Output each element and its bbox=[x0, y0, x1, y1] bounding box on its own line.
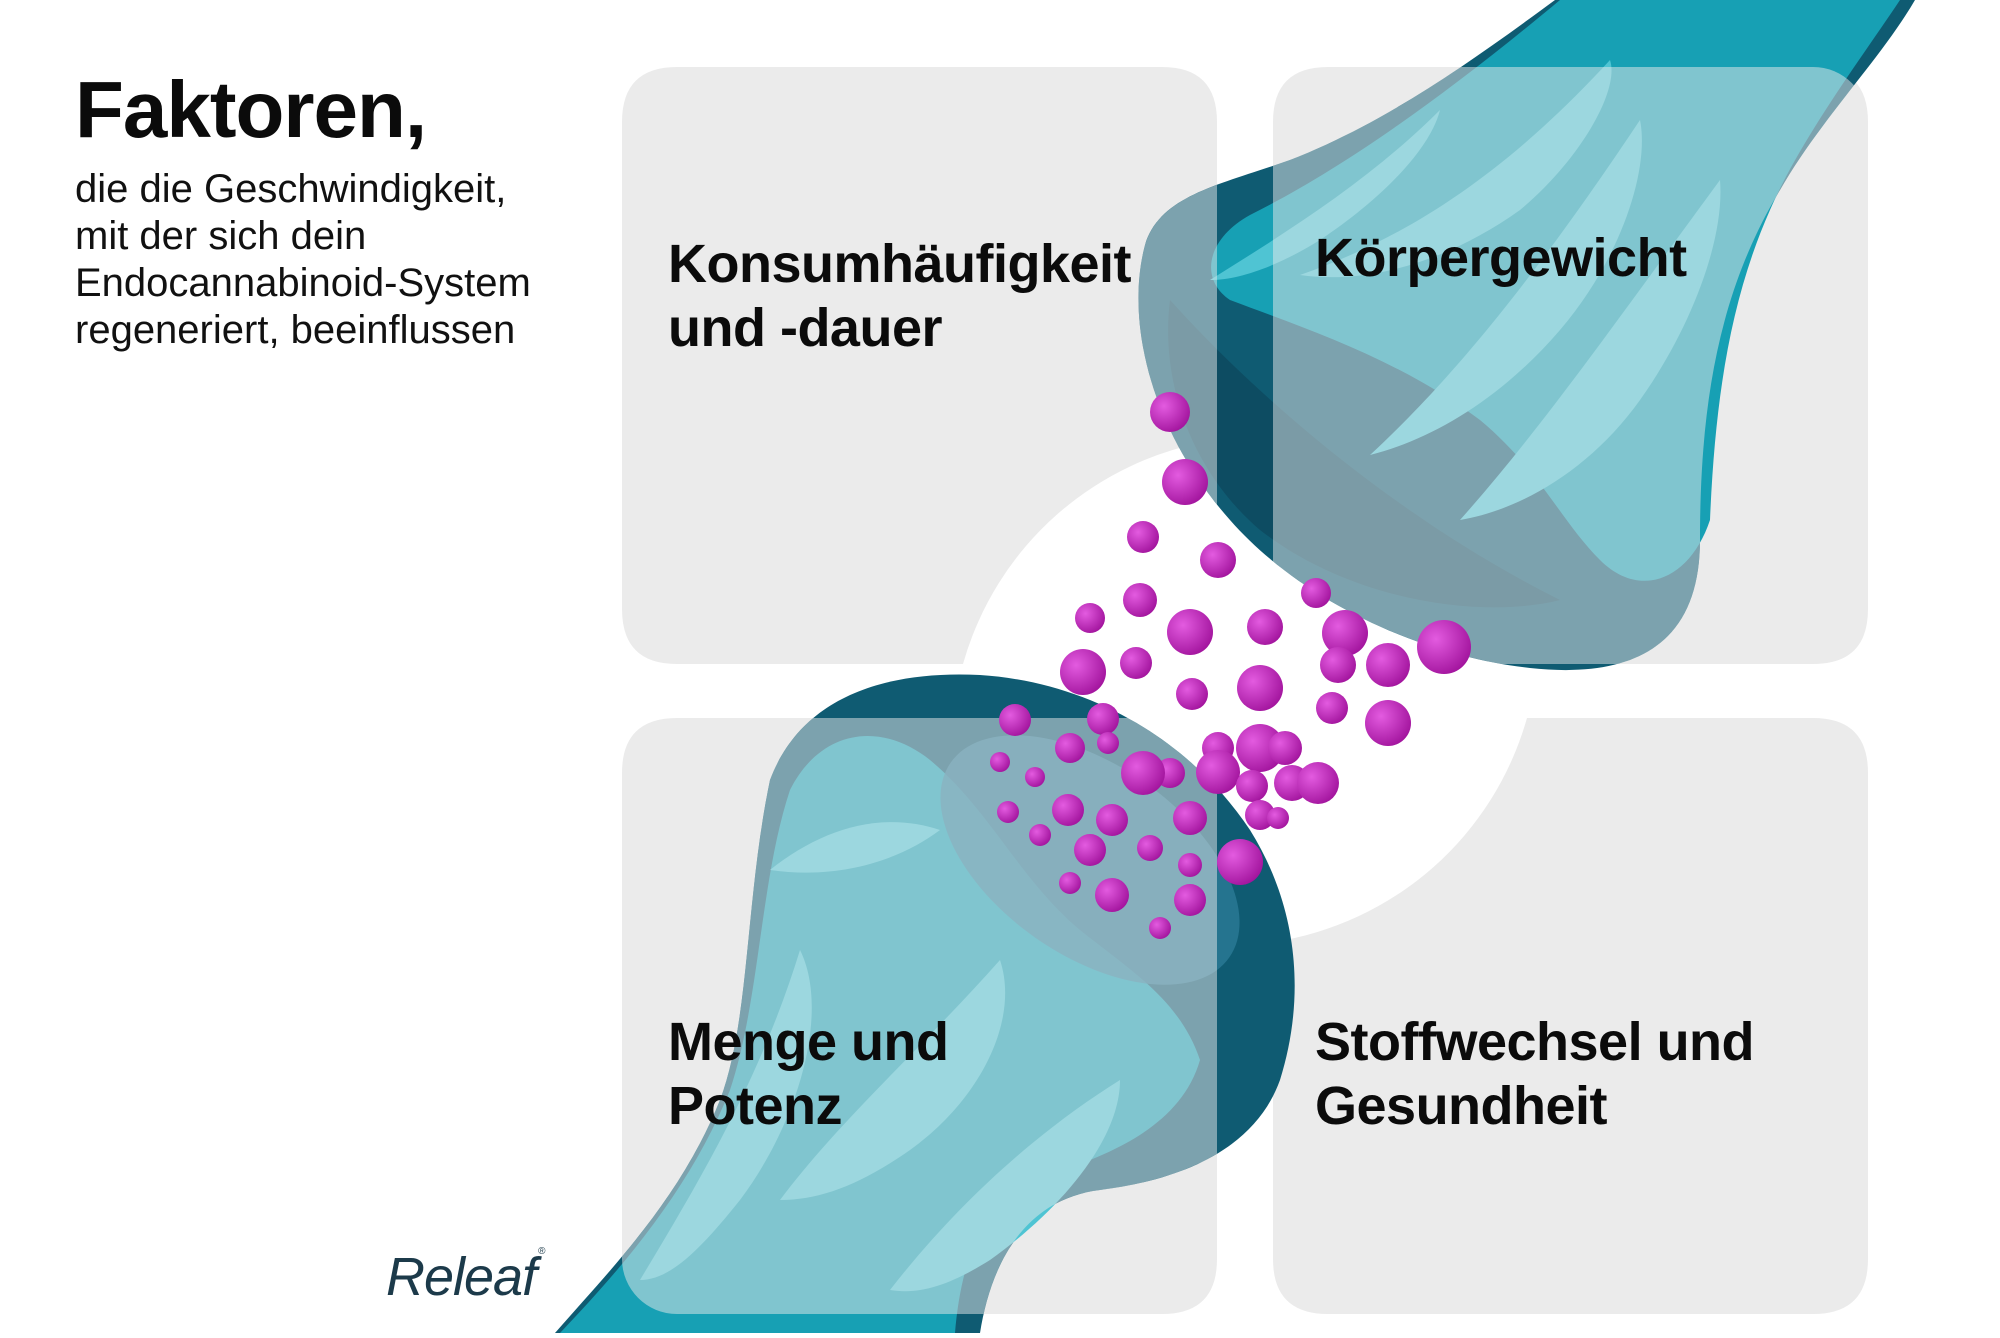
subtitle-line: die die Geschwindigkeit, bbox=[75, 167, 507, 211]
factor-label-line: Gesundheit bbox=[1315, 1076, 1608, 1136]
panel-overlays bbox=[622, 67, 1868, 1314]
brand-logo-text: Releaf bbox=[386, 1247, 537, 1307]
factor-label-line: Menge und bbox=[668, 1012, 949, 1072]
registered-mark: ® bbox=[538, 1246, 545, 1257]
factor-label-body-weight: Körpergewicht bbox=[1315, 226, 1835, 290]
factor-label-line: Stoffwechsel und bbox=[1315, 1012, 1755, 1072]
subtitle-line: regeneriert, beeinflussen bbox=[75, 308, 516, 352]
factor-label-line: und -dauer bbox=[668, 298, 943, 358]
factor-label-metabolism-health: Stoffwechsel und Gesundheit bbox=[1315, 1010, 1875, 1138]
factor-label-line: Körpergewicht bbox=[1315, 228, 1687, 288]
panel-top-left bbox=[622, 67, 1217, 664]
neurotransmitter-dots bbox=[990, 392, 1471, 939]
page-subtitle: die die Geschwindigkeit, mit der sich de… bbox=[75, 166, 635, 354]
factor-label-line: Konsumhäufigkeit bbox=[668, 234, 1132, 294]
factor-label-consumption: Konsumhäufigkeit und -dauer bbox=[668, 232, 1188, 360]
brand-logo: Releaf® bbox=[386, 1246, 546, 1308]
panel-bottom-right bbox=[1273, 718, 1868, 1314]
factor-label-line: Potenz bbox=[668, 1076, 843, 1136]
factor-label-amount-potency: Menge und Potenz bbox=[668, 1010, 1088, 1138]
page-title: Faktoren, bbox=[75, 65, 427, 154]
subtitle-line: Endocannabinoid-System bbox=[75, 261, 531, 305]
subtitle-line: mit der sich dein bbox=[75, 214, 367, 258]
